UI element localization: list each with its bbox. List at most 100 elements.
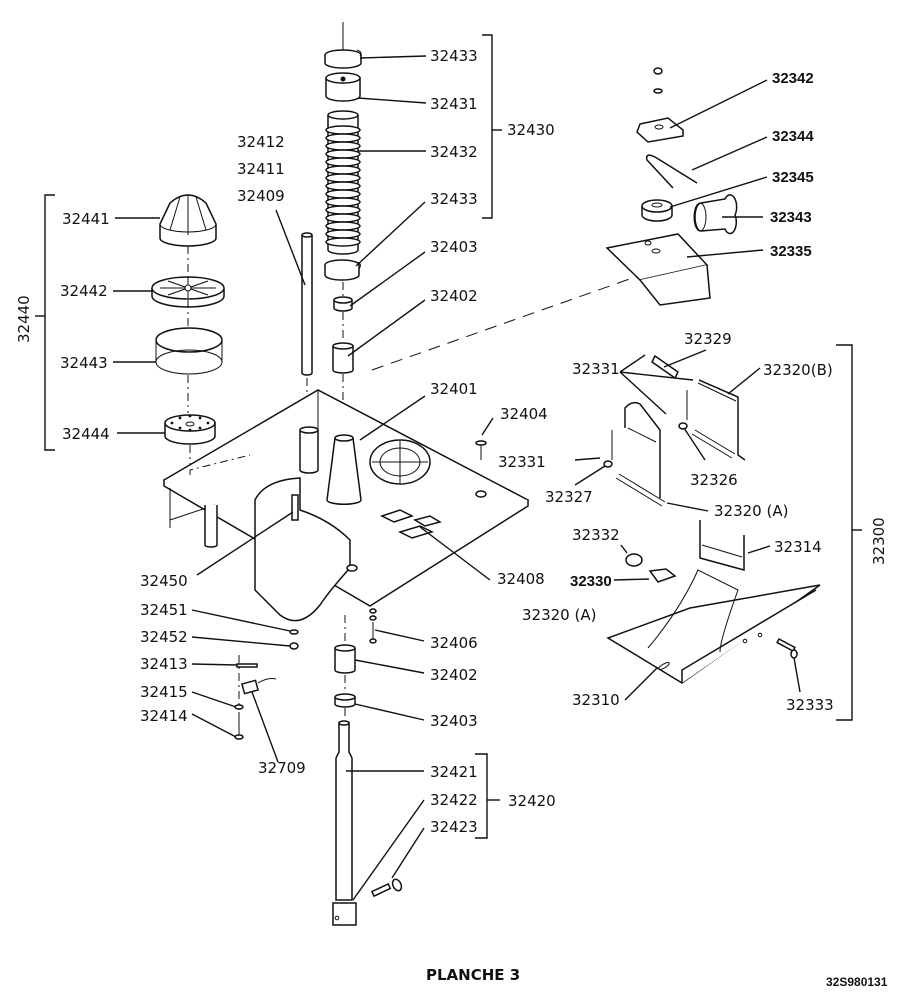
part-32442-grater-disc[interactable]	[151, 276, 225, 308]
label-32433: 32433	[430, 47, 478, 65]
label-32320A: 32320 (A)	[714, 502, 788, 520]
bellows-rib	[325, 125, 361, 135]
bellows-rib	[325, 165, 361, 175]
bellows-rib	[325, 173, 361, 183]
part-32401-base-tray[interactable]	[162, 269, 656, 622]
part-32344-spring-wire[interactable]	[645, 154, 698, 189]
group-label-32420: 32420	[508, 792, 556, 810]
label-32403: 32403	[430, 712, 478, 730]
label-32452: 32452	[140, 628, 188, 646]
sheet-title: PLANCHE 3	[426, 966, 521, 984]
bellows-rib	[325, 229, 361, 239]
label-32411: 32411	[237, 160, 285, 178]
label-32409: 32409	[237, 187, 285, 205]
label-32332: 32332	[572, 526, 620, 544]
part-32342-clip[interactable]	[636, 117, 684, 143]
label-32326: 32326	[690, 471, 738, 489]
bellows-rib	[325, 197, 361, 207]
part-32333-screw[interactable]	[776, 637, 798, 659]
label-32414: 32414	[140, 707, 188, 725]
part-32432-bellows[interactable]	[325, 110, 361, 255]
assembly-32440	[35, 194, 225, 475]
label-32415: 32415	[140, 683, 188, 701]
sheet-reference: 32S980131	[826, 975, 888, 989]
group-label-32300: 32300	[870, 517, 888, 565]
bellows-rib	[325, 205, 361, 215]
part-32406-screw[interactable]	[369, 608, 377, 644]
part-32421-shaft[interactable]	[335, 720, 353, 901]
label-32320A: 32320 (A)	[522, 606, 596, 624]
part-32343-roller[interactable]	[693, 194, 738, 235]
label-32331: 32331	[498, 453, 546, 471]
small-fasteners	[191, 608, 500, 926]
bellows-rib	[325, 141, 361, 151]
part-32402-bushing-lower[interactable]	[334, 644, 356, 674]
part-32404-screw[interactable]	[475, 440, 487, 460]
label-32422: 32422	[430, 791, 478, 809]
part-32451-washer[interactable]	[289, 629, 299, 635]
part-32326-nut[interactable]	[678, 422, 688, 430]
part-32422-clevis[interactable]	[332, 902, 357, 926]
part-32327-nut[interactable]	[603, 460, 613, 468]
label-32333: 32333	[786, 696, 834, 714]
part-32310-chute-base[interactable]	[606, 569, 821, 684]
label-32421: 32421	[430, 763, 478, 781]
part-32414-screw[interactable]	[234, 712, 244, 740]
part-32402-bushing-upper[interactable]	[332, 342, 354, 374]
label-32413: 32413	[140, 655, 188, 673]
bellows-rib	[325, 221, 361, 231]
part-32320B-frame[interactable]	[691, 379, 746, 461]
label-32402: 32402	[430, 666, 478, 684]
part-32345-grommet[interactable]	[641, 199, 673, 222]
bellows-rib	[325, 237, 361, 247]
bellows-rib	[325, 157, 361, 167]
part-32444-base-disc[interactable]	[164, 414, 216, 445]
bellows-rib	[325, 189, 361, 199]
label-32343: 32343	[770, 209, 812, 226]
part-32709-switch[interactable]	[241, 678, 277, 695]
label-32432: 32432	[430, 143, 478, 161]
label-32406: 32406	[430, 634, 478, 652]
part-32433-hose-clamp-top[interactable]	[324, 49, 362, 69]
part-32415-washer[interactable]	[234, 704, 244, 710]
label-32344: 32344	[772, 128, 814, 145]
assembly-32342-top	[605, 67, 768, 306]
label-32403: 32403	[430, 238, 478, 256]
label-32412: 32412	[237, 133, 285, 151]
label-32331: 32331	[572, 360, 620, 378]
part-nut-small[interactable]	[653, 67, 663, 94]
bellows-rib	[325, 133, 361, 143]
part-32431-cap[interactable]	[325, 72, 361, 102]
label-32314: 32314	[774, 538, 822, 556]
label-32443: 32443	[60, 354, 108, 372]
part-32332-bumper[interactable]	[625, 553, 643, 567]
part-32413-pin[interactable]	[236, 663, 258, 668]
label-32327: 32327	[545, 488, 593, 506]
leaders-tray	[196, 395, 494, 581]
part-32452-nut[interactable]	[289, 642, 299, 650]
part-32423-bolt[interactable]	[370, 878, 403, 898]
label-32408: 32408	[497, 570, 545, 588]
label-32450: 32450	[140, 572, 188, 590]
part-32441-cone[interactable]	[159, 194, 217, 247]
part-32409-rod[interactable]	[301, 232, 313, 376]
label-32431: 32431	[430, 95, 478, 113]
part-32335-cover-plate[interactable]	[605, 233, 711, 306]
part-32320A-frame[interactable]	[615, 401, 666, 507]
part-32443-ring-band[interactable]	[155, 327, 223, 375]
part-labels: 32433 32431 32432 32433 32430 32412 3241…	[15, 47, 888, 836]
label-32335: 32335	[770, 243, 812, 260]
part-32403-ring-upper[interactable]	[333, 296, 353, 312]
label-32342: 32342	[772, 70, 814, 87]
label-32320B: 32320(B)	[763, 361, 833, 379]
part-32330-pad[interactable]	[648, 568, 677, 583]
part-32314-comb-bracket[interactable]	[699, 520, 745, 571]
part-32433-hose-clamp-bottom[interactable]	[324, 259, 361, 281]
part-32403-ring-lower[interactable]	[334, 693, 356, 708]
bellows-rib	[325, 181, 361, 191]
label-32401: 32401	[430, 380, 478, 398]
label-32451: 32451	[140, 601, 188, 619]
label-32402: 32402	[430, 287, 478, 305]
label-32442: 32442	[60, 282, 108, 300]
